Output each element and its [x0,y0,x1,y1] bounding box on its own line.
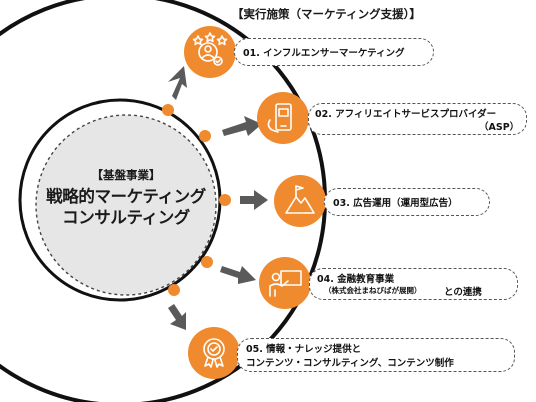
item-label-04-line2a: （株式会社まねびばが展開） [324,286,422,295]
ring-dot [219,194,231,206]
core-title-line1: 戦略的マーケティング [46,187,206,206]
item-label-01: 01. インフルエンサーマーケティング [243,48,405,59]
influencer-icon [192,32,228,66]
ring-dot [168,284,180,296]
item-box-02[interactable] [308,103,527,135]
mountain-flag-icon [285,185,315,214]
teacher-icon [269,270,302,297]
arrow-3 [240,190,268,210]
core-circle [35,114,217,296]
item-box-01[interactable] [234,38,434,66]
item-box-05[interactable] [237,338,515,372]
arrows [168,66,268,330]
arrow-2 [222,116,262,136]
smartphone-icon [267,103,292,133]
badge-icon [203,338,225,368]
item-label-02-line1: 02. アフィリエイトサービスプロバイダー [315,109,497,120]
item-label-02-line2: （ASP） [479,122,520,133]
core-title-line2: コンサルティング [62,208,190,227]
item-box-04[interactable] [309,268,518,300]
ring-dot [201,256,213,268]
arrow-5 [168,304,186,330]
item-label-03: 03. 広告運用（運用型広告） [333,198,458,209]
arrow-4 [220,266,256,284]
core-tag: 【基盤事業】 [91,168,161,182]
item-box-03[interactable] [324,188,490,216]
item-label-05-line1: 05. 情報・ナレッジ提供と [246,344,362,355]
item-label-04-line2b: との連携 [444,287,482,298]
ring-dot [162,104,174,116]
section-heading: 【実行施策（マーケティング支援）】 [232,7,421,21]
ring-dot [199,130,211,142]
item-label-04-line1: 04. 金融教育事業 [317,274,395,285]
arrow-1 [168,66,187,100]
item-label-05-line2: コンテンツ・コンサルティング、コンテンツ制作 [246,358,454,369]
